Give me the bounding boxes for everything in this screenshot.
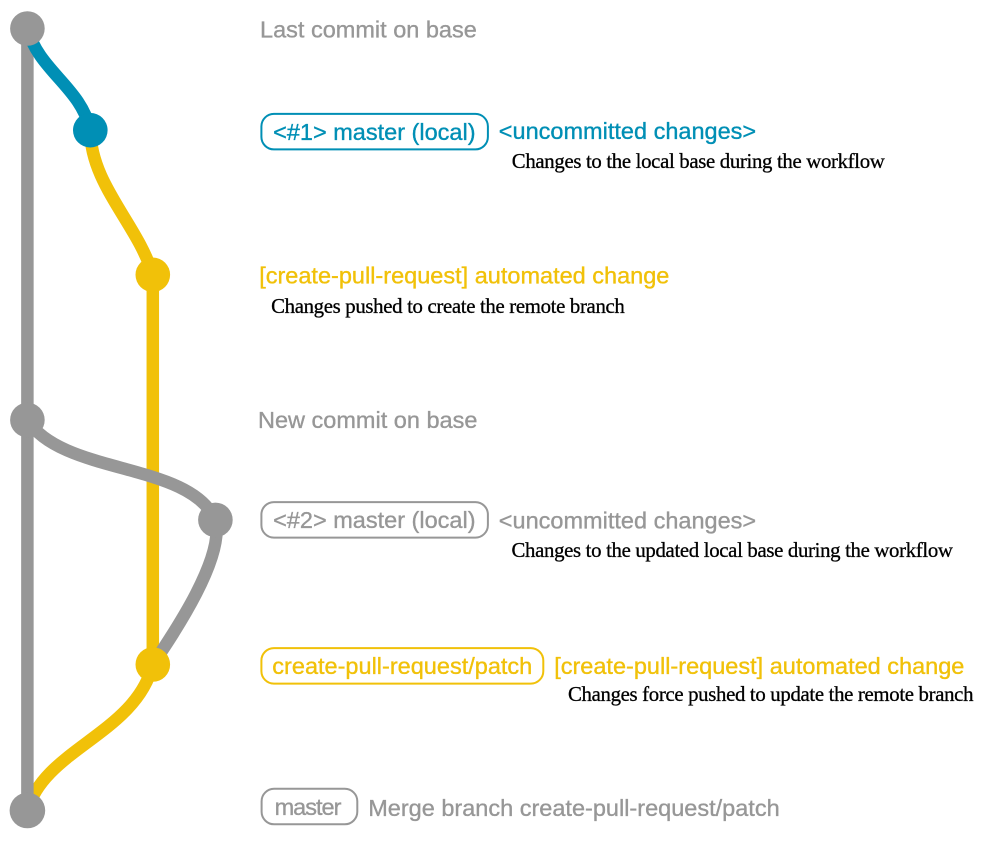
svg-text:Changes force pushed to update: Changes force pushed to update the remot… xyxy=(568,683,974,706)
svg-text:<uncommitted changes>: <uncommitted changes> xyxy=(499,118,756,144)
svg-text:Last commit on base: Last commit on base xyxy=(260,17,477,43)
svg-text:[create-pull-request] automate: [create-pull-request] automated change xyxy=(554,653,964,679)
svg-text:New commit on base: New commit on base xyxy=(258,407,477,433)
svg-text:Merge branch create-pull-reque: Merge branch create-pull-request/patch xyxy=(368,795,779,821)
svg-text:<uncommitted changes>: <uncommitted changes> xyxy=(499,508,756,534)
svg-text:master: master xyxy=(275,794,342,820)
svg-text:<#2> master (local): <#2> master (local) xyxy=(273,507,475,533)
svg-text:Changes pushed to create the r: Changes pushed to create the remote bran… xyxy=(271,295,625,318)
svg-text:Changes to the local base duri: Changes to the local base during the wor… xyxy=(512,150,885,173)
svg-text:create-pull-request/patch: create-pull-request/patch xyxy=(272,653,532,679)
svg-text:Changes to the updated local b: Changes to the updated local base during… xyxy=(512,539,953,562)
svg-text:<#1> master (local): <#1> master (local) xyxy=(273,119,475,145)
svg-text:[create-pull-request] automate: [create-pull-request] automated change xyxy=(259,263,669,289)
